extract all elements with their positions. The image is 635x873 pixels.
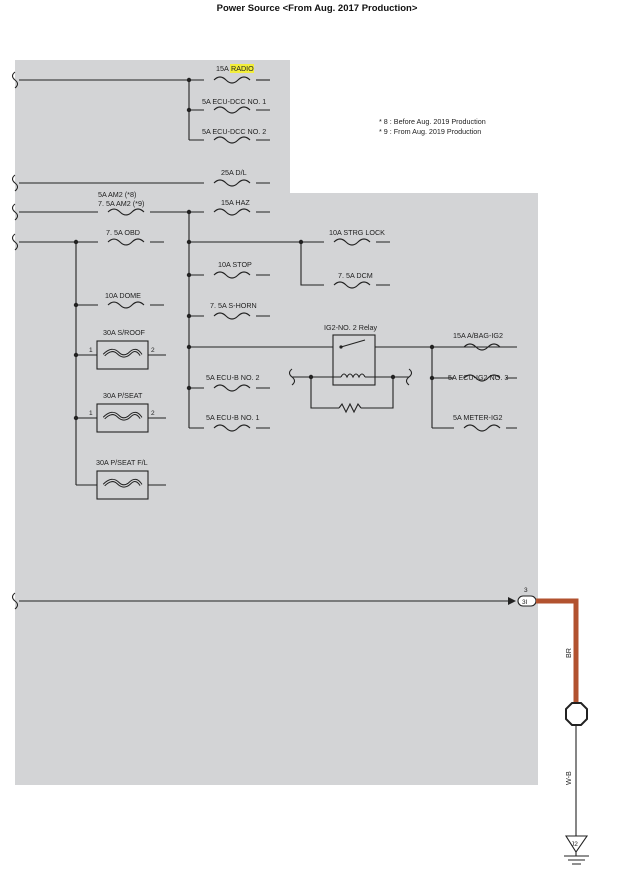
breaker-label-sroof: 30A S/ROOF xyxy=(103,328,146,337)
fuse-label-haz: 15A HAZ xyxy=(221,198,250,207)
input-break-marks xyxy=(11,71,413,610)
wire-br xyxy=(536,598,579,702)
breaker-label-pseat: 30A P/SEAT xyxy=(103,391,143,400)
note-from-2019: * 9 : From Aug. 2019 Production xyxy=(379,127,481,136)
fuse-label-strg-lock: 10A STRG LOCK xyxy=(329,228,385,237)
fuse-label-dcm: 7. 5A DCM xyxy=(338,271,373,280)
ground-icon xyxy=(564,835,589,865)
fuse-label-s-horn: 7. 5A S-HORN xyxy=(210,301,257,310)
fuse-ecu-dcc-2-symbol xyxy=(213,136,251,144)
fuse-stop-symbol xyxy=(213,271,251,279)
fuse-label-stop: 10A STOP xyxy=(218,260,252,269)
splice-point xyxy=(565,702,588,726)
fuse-ecu-b-2-symbol xyxy=(213,384,251,392)
wire-label-br: BR xyxy=(564,648,573,658)
junction-dots xyxy=(73,77,435,421)
fuse-label-ecu-ig2-3: 5A ECU-IG2 NO. 3 xyxy=(448,373,508,382)
breaker-sroof xyxy=(96,340,149,370)
fuse-symbols xyxy=(107,76,501,432)
fuse-label-radio-amp: 15A xyxy=(216,64,229,73)
pin-label-pseat-2: 2 xyxy=(151,410,155,417)
fuse-meter-ig2-symbol xyxy=(463,424,501,432)
relay-label: IG2-NO. 2 Relay xyxy=(324,323,378,332)
fuse-ecu-dcc-1-symbol xyxy=(213,106,251,114)
fuse-am2-symbol xyxy=(107,208,145,216)
connector-id: 3I xyxy=(522,599,528,606)
pin-label-pseat-1: 1 xyxy=(89,410,93,417)
note-before-2019: * 8 : Before Aug. 2019 Production xyxy=(379,117,486,126)
fuse-label-dome: 10A DOME xyxy=(105,291,141,300)
ground-label: J2 xyxy=(571,841,578,848)
fuse-label-am2-9: 7. 5A AM2 (*9) xyxy=(98,199,144,208)
fuse-haz-symbol xyxy=(213,208,251,216)
fuse-radio-symbol xyxy=(213,76,251,84)
fuse-ecu-ig2-3-symbol xyxy=(463,374,501,382)
page-title: Power Source <From Aug. 2017 Production> xyxy=(217,3,418,14)
wire-label-wb: W-B xyxy=(564,771,573,785)
fuse-obd-symbol xyxy=(107,238,145,246)
fuse-strg-lock-symbol xyxy=(333,238,371,246)
fuse-ecu-b-1-symbol xyxy=(213,424,251,432)
fuse-label-ecu-b-2: 5A ECU-B NO. 2 xyxy=(206,373,260,382)
breaker-pseat-fl xyxy=(96,470,149,500)
fuse-dl-symbol xyxy=(213,179,251,187)
radio-highlight xyxy=(230,64,254,73)
fuse-label-ecu-dcc-1: 5A ECU-DCC NO. 1 xyxy=(202,97,266,106)
fuse-label-ecu-b-1: 5A ECU-B NO. 1 xyxy=(206,413,260,422)
fuse-a-bag-ig2-symbol xyxy=(463,343,501,351)
connector-pin: 3 xyxy=(524,587,528,594)
fuse-block-panel xyxy=(15,60,538,785)
fuse-label-meter-ig2: 5A METER-IG2 xyxy=(453,413,503,422)
fuse-label-a-bag-ig2: 15A A/BAG-IG2 xyxy=(453,331,503,340)
fuse-dcm-symbol xyxy=(333,281,371,289)
fuse-label-obd: 7. 5A OBD xyxy=(106,228,140,237)
fuse-dome-symbol xyxy=(107,301,145,309)
fuse-s-horn-symbol xyxy=(213,312,251,320)
breaker-label-pseat-fl: 30A P/SEAT F/L xyxy=(96,458,148,467)
ig2-relay-symbol xyxy=(332,334,376,414)
pin-label-sroof-2: 2 xyxy=(151,347,155,354)
pin-label-sroof-1: 1 xyxy=(89,347,93,354)
fuse-label-radio: RADIO xyxy=(231,64,254,73)
breaker-pseat xyxy=(96,403,149,433)
fuse-label-dl: 25A D/L xyxy=(221,168,247,177)
fuse-label-ecu-dcc-2: 5A ECU-DCC NO. 2 xyxy=(202,127,266,136)
fuse-label-am2-8: 5A AM2 (*8) xyxy=(98,190,136,199)
